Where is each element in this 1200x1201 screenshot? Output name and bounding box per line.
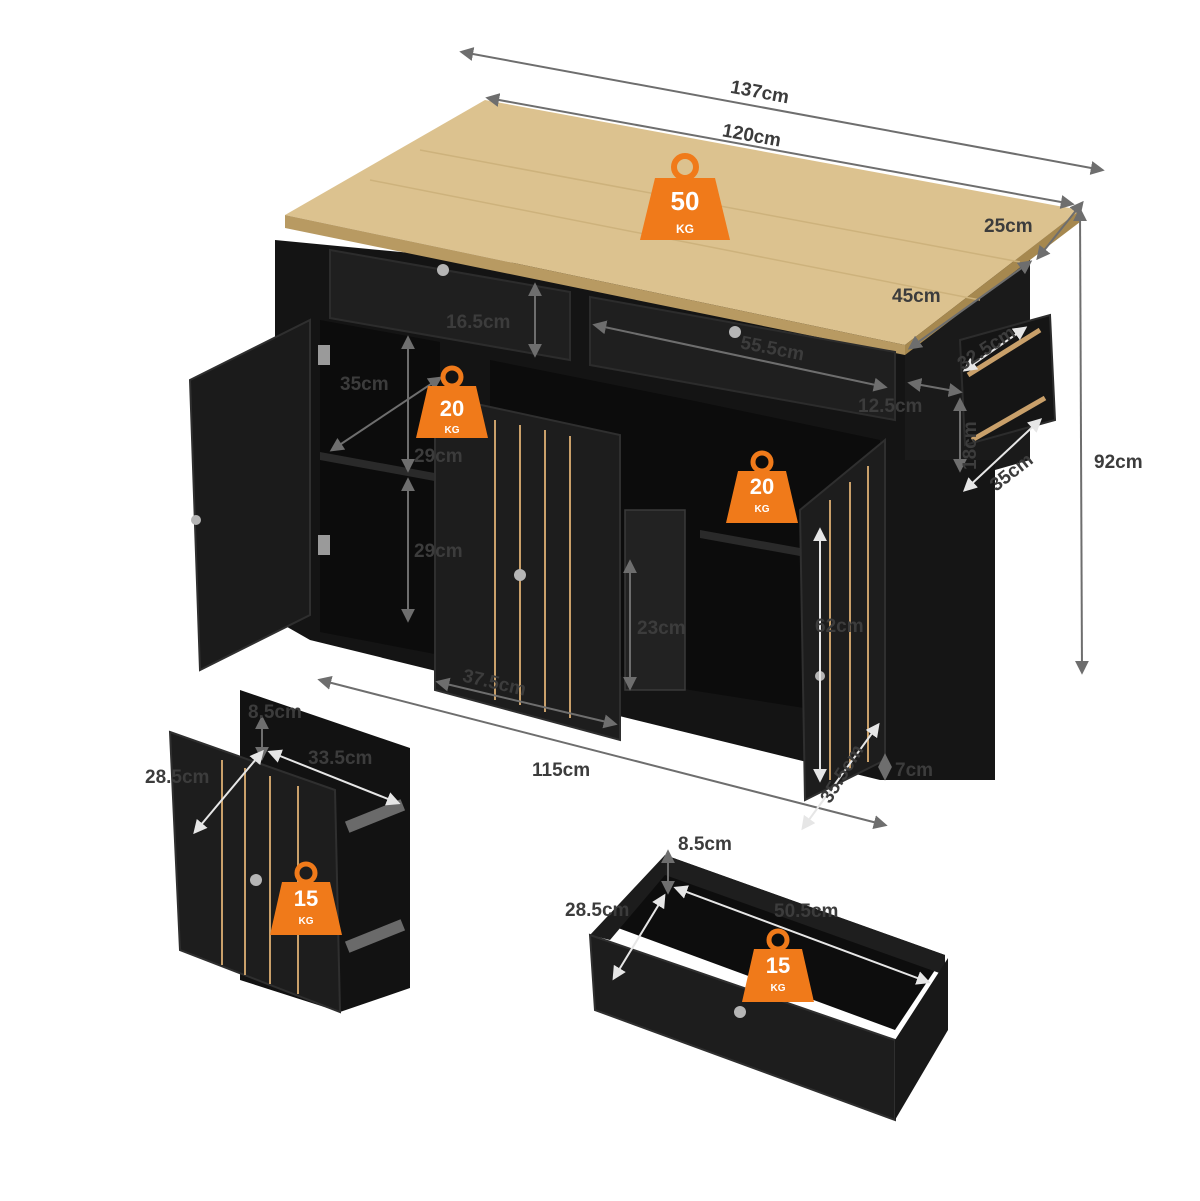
hinge [318, 535, 330, 555]
drawer-knob [734, 1006, 746, 1018]
dimension-line [267, 749, 401, 806]
dimension-line [907, 260, 1033, 350]
countertop-front-edge [285, 215, 905, 355]
dim-right-door-height: 62cm [815, 616, 864, 637]
dimension-line [1036, 200, 1084, 261]
weight-value: 20 [440, 396, 464, 421]
slide-rail [344, 919, 406, 953]
dim-top-overhang: 25cm [984, 216, 1033, 237]
load-badge-right-shelf: 20 KG [726, 450, 798, 523]
drawer-right-side [895, 958, 948, 1120]
dim-lower-shelf-height: 29cm [414, 541, 463, 562]
door-knob [514, 569, 526, 581]
left-cabinet-interior [320, 320, 440, 655]
weight-value: 15 [294, 886, 318, 911]
weight-unit: KG [676, 222, 694, 236]
dimension-line [801, 722, 880, 831]
cabinet-side-lower [880, 460, 995, 780]
dimension-line [907, 378, 963, 397]
dim-pullout-internal-height: 23cm [637, 618, 686, 639]
dimension-line [962, 418, 1043, 492]
right-cabinet-shelf [700, 530, 800, 556]
weight-icon [416, 386, 488, 438]
weight-value: 50 [671, 186, 700, 216]
weight-value: 20 [750, 474, 774, 499]
dim-rack-width: 12.5cm [858, 396, 922, 417]
weight-value: 15 [766, 953, 790, 978]
dimension-line [673, 885, 931, 985]
weight-unit: KG [299, 916, 314, 927]
weight-icon [726, 471, 798, 523]
dim-rack-height: 18cm [960, 421, 981, 470]
weight-icon [640, 178, 730, 240]
hinge [318, 345, 330, 365]
weight-unit: KG [755, 504, 770, 515]
load-badge-left-shelf: 20 KG [416, 365, 488, 438]
weight-icon [742, 949, 814, 1002]
weight-unit: KG [771, 983, 786, 994]
dimension-line [329, 376, 443, 452]
dim-pullout-detail-width: 33.5cm [308, 748, 372, 769]
dim-drawer-detail-depth: 28.5cm [565, 900, 629, 921]
main-cabinet [188, 100, 1080, 802]
dim-drawer-detail-width: 50.5cm [774, 901, 838, 922]
dimension-line [1073, 207, 1089, 675]
dimension-line [592, 320, 888, 392]
dimension-lines-light [193, 326, 1043, 985]
dim-pullout-detail-height: 8.5cm [248, 702, 302, 723]
weight-unit: KG [445, 425, 460, 436]
dim-drawer-detail-height: 8.5cm [678, 834, 732, 855]
dim-pullout-detail-depth: 28.5cm [145, 767, 209, 788]
left-cabinet-shelf [320, 452, 440, 482]
weight-icon [270, 882, 342, 935]
door-knob [191, 515, 201, 525]
load-badge-countertop: 50 KG [640, 153, 730, 240]
dimension-line [317, 676, 888, 829]
drawer-knob [437, 264, 449, 276]
pullout-slide [624, 509, 686, 691]
dimension-lines [255, 47, 1105, 895]
dimension-line [485, 93, 1075, 209]
dim-base-width: 115cm [532, 760, 590, 781]
dimension-line [612, 893, 666, 981]
dim-top-depth: 45cm [892, 286, 941, 307]
dimension-line [962, 326, 1028, 372]
dim-top-drawer-height: 16.5cm [446, 312, 510, 333]
door-knob [250, 874, 262, 886]
pullout-detail [168, 690, 410, 1014]
dim-overall-height: 92cm [1094, 452, 1143, 473]
load-badge-drawer: 15 KG [742, 928, 814, 1002]
top-drawer-left [329, 248, 571, 362]
dim-toe-kick-height: 7cm [895, 760, 933, 781]
load-badge-pullout: 15 KG [270, 861, 342, 935]
dimension-line [193, 749, 264, 835]
drawer-knob [729, 326, 741, 338]
left-cabinet-door [188, 318, 311, 672]
dim-upper-shelf-height: 29cm [414, 446, 463, 467]
dim-left-shelf-depth: 35cm [340, 374, 389, 395]
